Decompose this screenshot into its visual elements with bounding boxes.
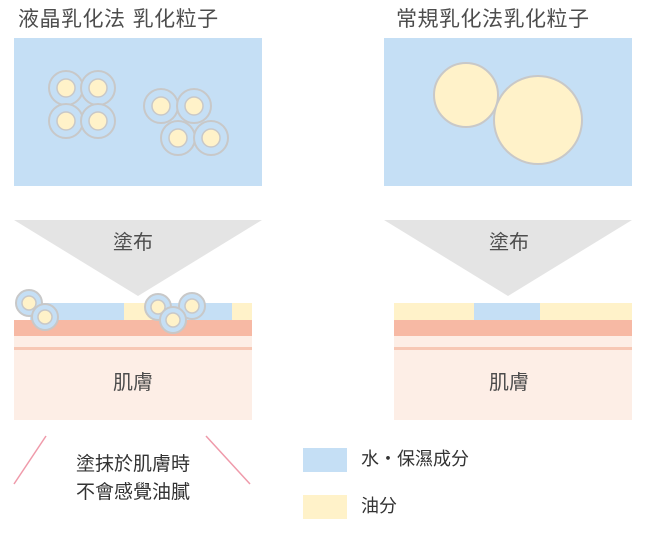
apply-label-right: 塗布 <box>489 230 529 254</box>
skin-right-line <box>394 347 632 350</box>
liquid-crystal-particle <box>160 120 196 156</box>
liquid-crystal-particle <box>159 306 187 334</box>
liquid-crystal-particle <box>143 88 179 124</box>
skin-left-top-layer <box>14 320 252 336</box>
skin-left-body <box>14 320 252 420</box>
skin-right-body <box>394 320 632 420</box>
legend-water-swatch <box>303 448 347 472</box>
conventional-oil-particle-large <box>493 75 583 165</box>
legend-oil-swatch <box>303 495 347 519</box>
film-oil-segment <box>232 303 252 320</box>
film-oil-segment <box>540 303 632 320</box>
note-line-1: 塗抹於肌膚時 <box>75 453 190 475</box>
liquid-crystal-particle <box>48 70 84 106</box>
apply-arrow-right <box>384 220 632 296</box>
apply-label-left: 塗布 <box>113 230 153 254</box>
liquid-crystal-particle <box>48 103 84 139</box>
legend-oil-label: 油分 <box>361 496 397 517</box>
skin-label-right: 肌膚 <box>489 370 529 394</box>
conventional-title: 常規乳化法乳化粒子 <box>396 7 590 31</box>
skin-right <box>394 303 632 420</box>
liquid-crystal-particle <box>31 303 59 331</box>
legend-oil: 油分 <box>303 494 397 520</box>
skin-left <box>14 289 252 420</box>
liquid-crystal-particle <box>176 88 212 124</box>
skin-label-left: 肌膚 <box>113 370 153 394</box>
film-oil-segment <box>394 303 474 320</box>
liquid-crystal-particle-cluster-a <box>48 70 116 139</box>
skin-right-top-layer <box>394 320 632 336</box>
liquid-crystal-title: 液晶乳化法 乳化粒子 <box>18 7 219 31</box>
film-water-segment <box>474 303 540 320</box>
conventional-oil-particle-small <box>433 62 499 128</box>
liquid-crystal-particle-cluster-b <box>143 88 229 156</box>
liquid-crystal-particle <box>80 70 116 106</box>
note-bracket-left <box>13 435 47 485</box>
note-bracket-right <box>205 435 251 485</box>
liquid-crystal-particle <box>193 120 229 156</box>
liquid-crystal-particle <box>178 292 206 320</box>
liquid-crystal-particle <box>80 103 116 139</box>
note-line-2: 不會感覺油膩 <box>75 481 190 503</box>
legend-water-label: 水・保濕成分 <box>361 449 469 470</box>
legend-water: 水・保濕成分 <box>303 447 469 473</box>
skin-left-line <box>14 347 252 350</box>
apply-arrow-left <box>14 220 262 296</box>
